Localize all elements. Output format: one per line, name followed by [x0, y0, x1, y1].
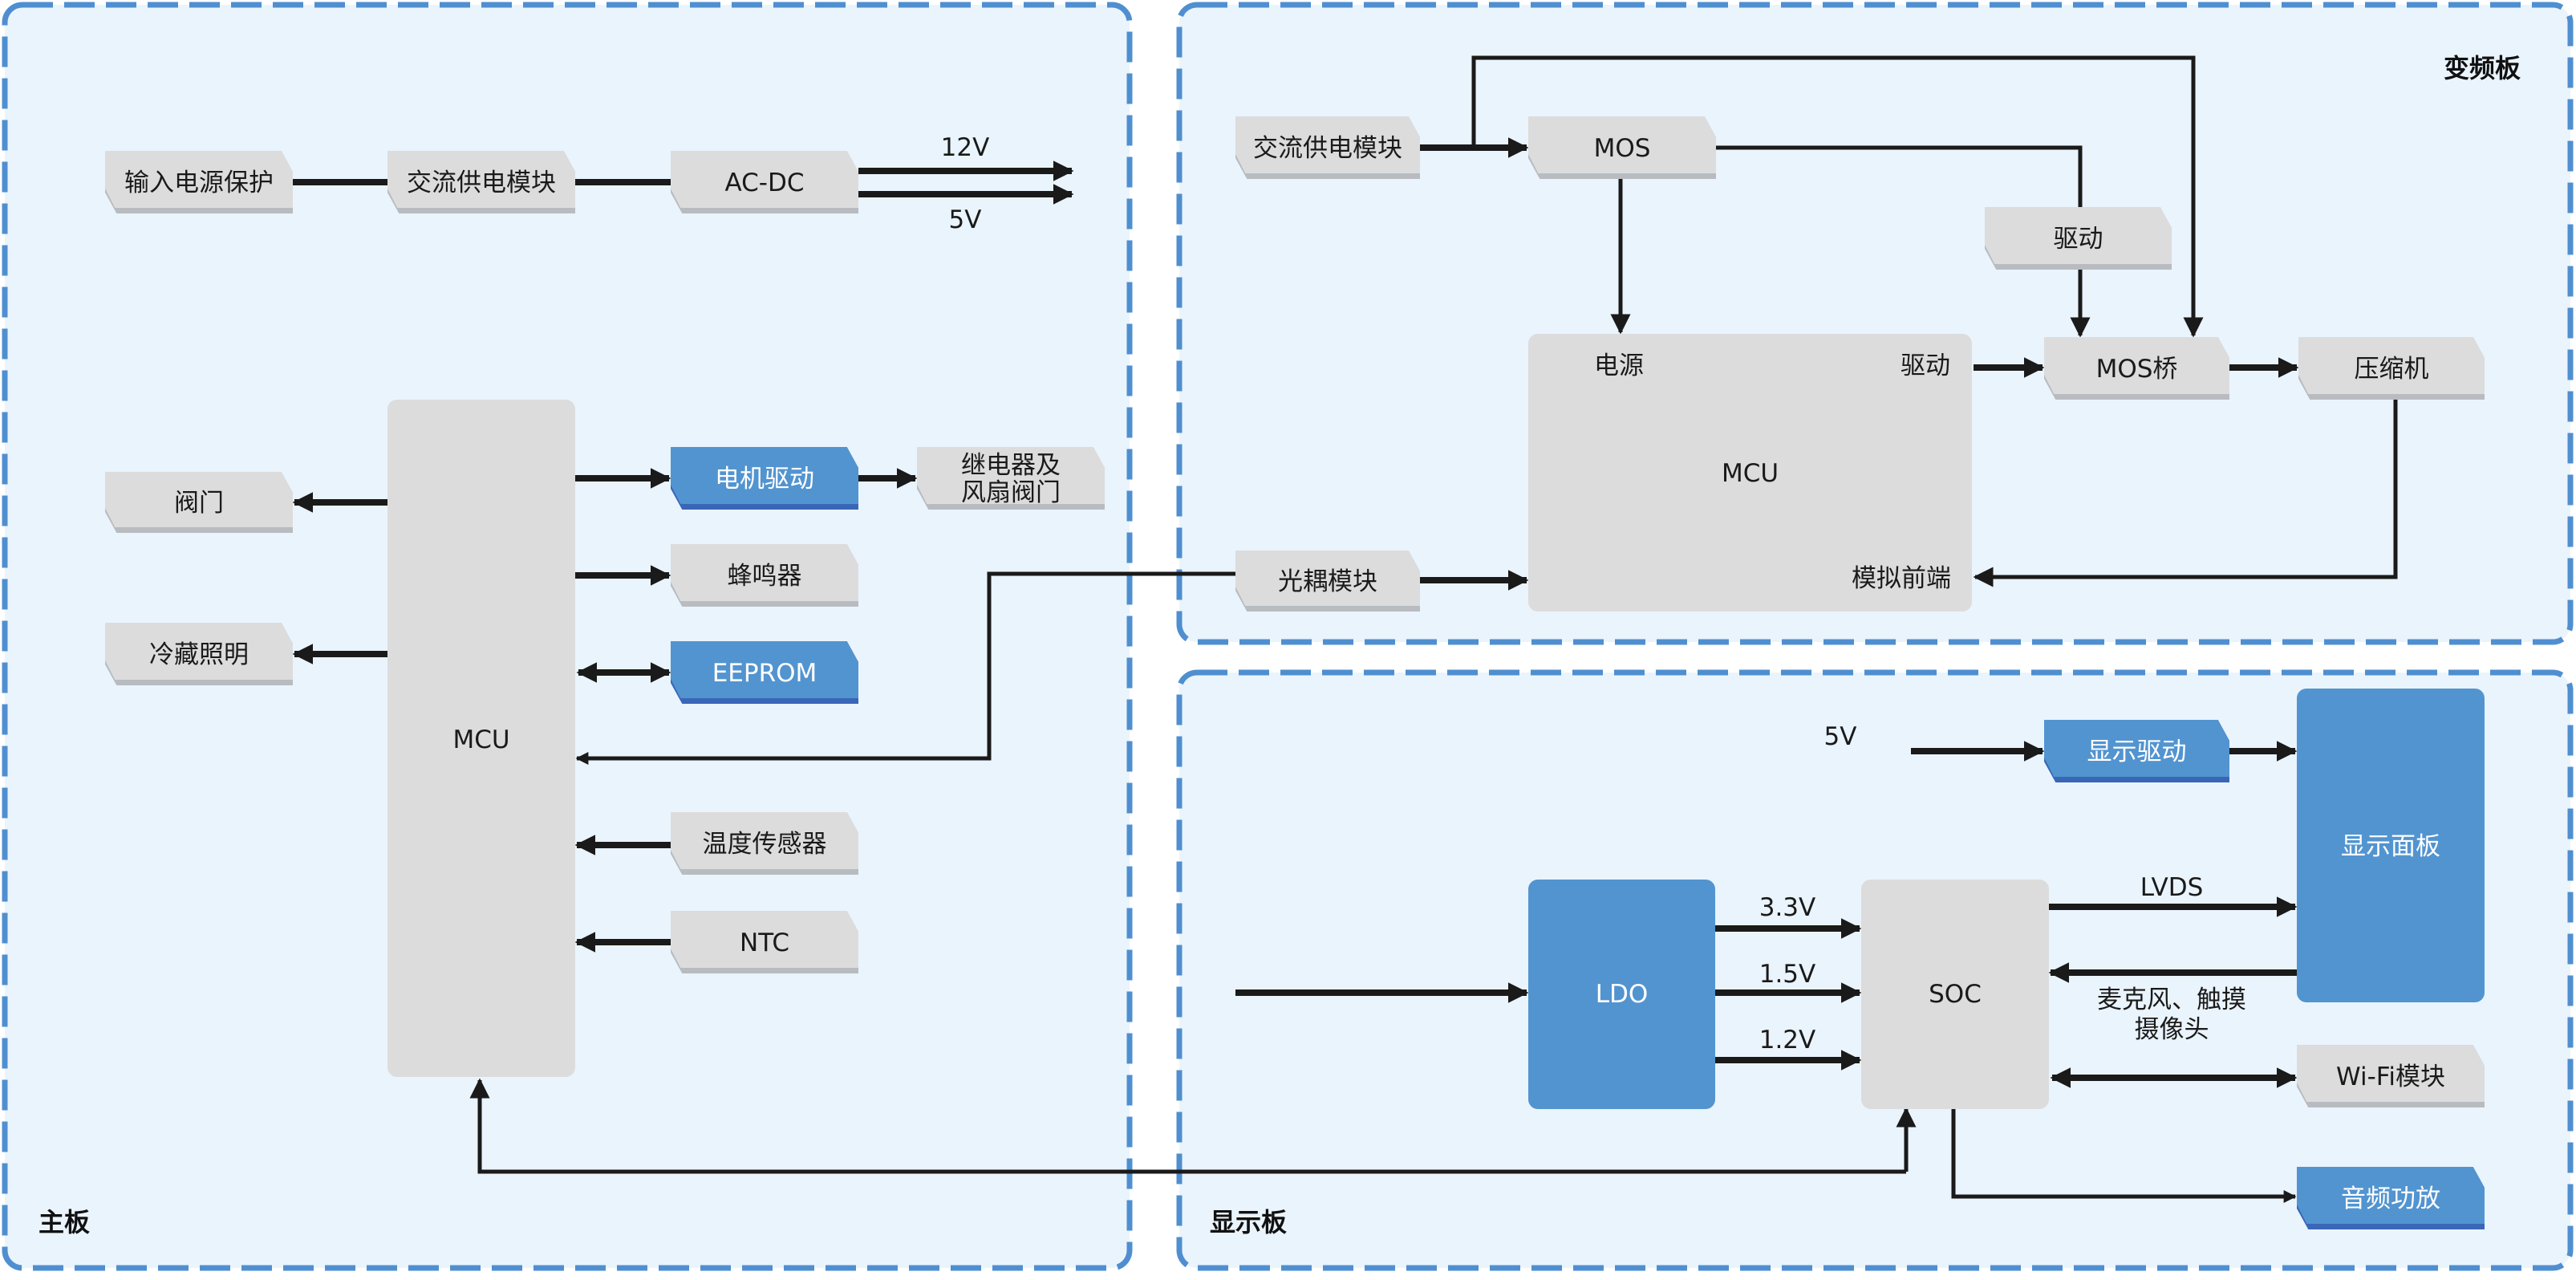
mcu-main-block: MCU: [387, 400, 575, 1077]
display-panel-block-label: 显示面板: [2341, 832, 2440, 861]
arrow-soc-to-audio-amp: [1951, 1109, 2297, 1204]
wire-ac-bypass-to-mos-bridge: [1471, 55, 2204, 338]
ldo-block: LDO: [1528, 880, 1715, 1109]
wire-mos-to-driver: [1716, 145, 2083, 207]
panel-inverter-board: 变频板: [1176, 2, 2574, 645]
input-protection-block: 输入电源保护: [105, 151, 293, 213]
valve-block-label: 阀门: [174, 489, 224, 518]
motor-driver-block-label: 电机驱动: [715, 465, 814, 494]
wire-optocoupler-to-main-mcu: [575, 571, 1235, 766]
fridge-light-block: 冷藏照明: [105, 623, 293, 685]
eeprom-block: EEPROM: [671, 641, 858, 704]
buzzer-block-label: 蜂鸣器: [728, 562, 802, 591]
mos-bridge-block: MOS桥: [2044, 337, 2229, 400]
ac-supply-block-inverter-label: 交流供电模块: [1253, 134, 1402, 163]
soc-block: SOC: [1861, 880, 2049, 1109]
audio-amp-block: 音频功放: [2297, 1167, 2485, 1229]
mos-bridge-block-label: MOS桥: [2096, 355, 2178, 384]
ac-supply-block-main: 交流供电模块: [387, 151, 575, 213]
compressor-block: 压缩机: [2298, 337, 2485, 400]
panel-title-display-board: 显示板: [1210, 1207, 1287, 1237]
temp-sensor-block-label: 温度传感器: [703, 830, 827, 859]
ac-dc-block: AC-DC: [671, 151, 858, 213]
display-driver-block-label: 显示驱动: [2087, 738, 2187, 766]
ntc-block: NTC: [671, 911, 858, 973]
fridge-light-block-label: 冷藏照明: [149, 640, 249, 669]
motor-driver-block: 电机驱动: [671, 447, 858, 510]
label-12v: 12V: [941, 133, 990, 162]
mcu-main-block-label: MCU: [452, 725, 509, 754]
display-panel-block: 显示面板: [2297, 689, 2485, 1002]
buzzer-block: 蜂鸣器: [671, 544, 858, 607]
panel-title-inverter-board: 变频板: [2444, 53, 2521, 83]
input-protection-block-label: 输入电源保护: [124, 169, 274, 197]
wifi-block: Wi-Fi模块: [2297, 1045, 2485, 1107]
eeprom-block-label: EEPROM: [712, 659, 817, 688]
connectors: [292, 55, 2398, 1204]
label-5v: 5V: [949, 205, 982, 234]
mcu-pin-drive: 驱动: [1901, 351, 1950, 380]
mos-block: MOS: [1528, 116, 1716, 179]
label-3v3: 3.3V: [1759, 893, 1816, 922]
mcu-inverter-block: MCU: [1528, 334, 1972, 612]
audio-amp-block-label: 音频功放: [2341, 1185, 2440, 1213]
ldo-block-label: LDO: [1596, 980, 1649, 1009]
label-inputs-line2: 摄像头: [2135, 1015, 2209, 1044]
relay-fan-valve-block-label: 继电器及: [961, 451, 1061, 480]
optocoupler-block: 光耦模块: [1235, 551, 1420, 612]
valve-block: 阀门: [105, 472, 293, 533]
soc-block-label: SOC: [1929, 980, 1982, 1009]
temp-sensor-block: 温度传感器: [671, 812, 858, 875]
label-inputs-line1: 麦克风、触摸: [2097, 985, 2246, 1014]
mos-block-label: MOS: [1594, 134, 1651, 163]
ac-supply-block-main-label: 交流供电模块: [407, 169, 556, 197]
relay-fan-valve-block-label: 风扇阀门: [961, 478, 1061, 507]
label-1v2: 1.2V: [1759, 1026, 1816, 1054]
mcu-inverter-block-label: MCU: [1722, 459, 1779, 488]
driver-block-label: 驱动: [2054, 225, 2103, 254]
display-driver-block: 显示驱动: [2044, 720, 2229, 782]
ac-supply-block-inverter: 交流供电模块: [1235, 116, 1420, 179]
ac-dc-block-label: AC-DC: [724, 169, 804, 197]
mcu-pin-afe: 模拟前端: [1852, 564, 1951, 593]
wifi-block-label: Wi-Fi模块: [2336, 1063, 2445, 1091]
panel-title-main-board: 主板: [39, 1207, 90, 1237]
label-5v-in: 5V: [1824, 722, 1857, 751]
driver-block: 驱动: [1985, 207, 2172, 270]
wire-compressor-to-afe: [1973, 400, 2398, 587]
ntc-block-label: NTC: [740, 929, 789, 957]
label-lvds: LVDS: [2140, 873, 2204, 902]
mcu-pin-power: 电源: [1594, 351, 1644, 380]
wire-soc-main-mcu-link: [469, 1078, 1906, 1174]
optocoupler-block-label: 光耦模块: [1278, 567, 1377, 596]
label-1v5: 1.5V: [1759, 960, 1816, 989]
compressor-block-label: 压缩机: [2355, 355, 2429, 384]
